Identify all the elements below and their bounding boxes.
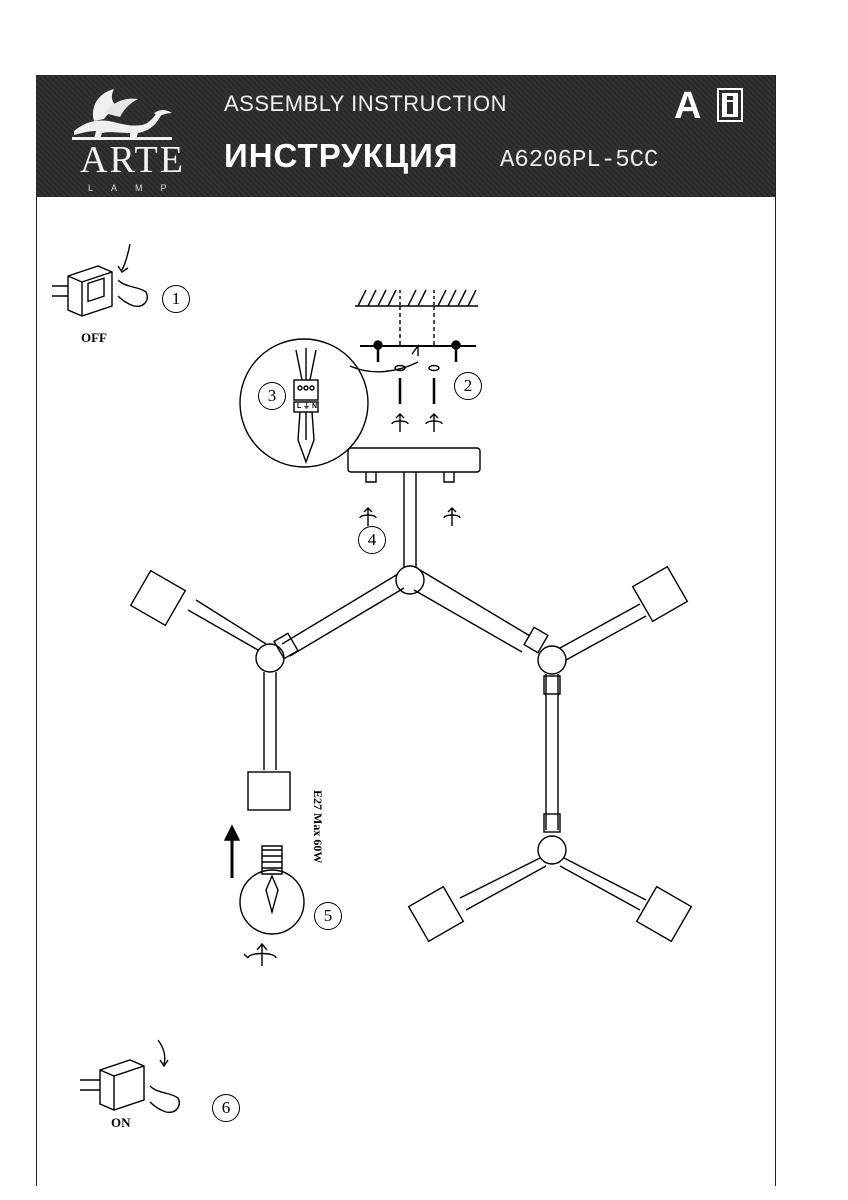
step-5-marker: 5 — [314, 902, 342, 930]
fixture-frame — [187, 565, 647, 911]
switch-on-label: ON — [111, 1115, 131, 1130]
bulb-icon — [239, 845, 305, 935]
canopy — [347, 447, 481, 568]
ceiling — [355, 289, 478, 346]
switch-off-label: OFF — [81, 330, 107, 345]
bulb-rotate-icon — [243, 942, 277, 966]
title-english: ASSEMBLY INSTRUCTION — [224, 91, 508, 116]
brand-name: ARTE — [80, 139, 185, 181]
griffin-logo-icon — [72, 89, 172, 140]
step-1-marker: 1 — [162, 285, 190, 313]
switch-off-icon — [52, 243, 148, 317]
info-book-icon — [717, 88, 743, 122]
bulb-spec-label: E27 Max 60W — [311, 790, 325, 864]
step-4-marker: 4 — [358, 526, 386, 554]
model-number: A6206PL-5CC — [500, 147, 659, 174]
screw-rotate-icon — [391, 413, 443, 432]
brand-sub: LAMP — [88, 183, 185, 193]
brand-logo: ARTE LAMP — [54, 83, 185, 193]
mounting-plate — [360, 340, 476, 404]
version-letter: A — [674, 85, 702, 127]
step-6-marker: 6 — [212, 1094, 240, 1122]
step-2-marker: 2 — [454, 372, 482, 400]
lamp-holders — [129, 565, 693, 943]
terminal-label: L ⏚ N — [296, 403, 318, 410]
title-russian: ИНСТРУКЦИЯ — [224, 137, 459, 174]
header-banner: ARTE LAMP ASSEMBLY INSTRUCTION ИНСТРУКЦИ… — [36, 75, 775, 197]
terminal-detail — [239, 338, 419, 468]
arrow-up-icon — [223, 824, 241, 878]
step-3-marker: 3 — [258, 382, 286, 410]
switch-on-icon — [80, 1039, 180, 1113]
